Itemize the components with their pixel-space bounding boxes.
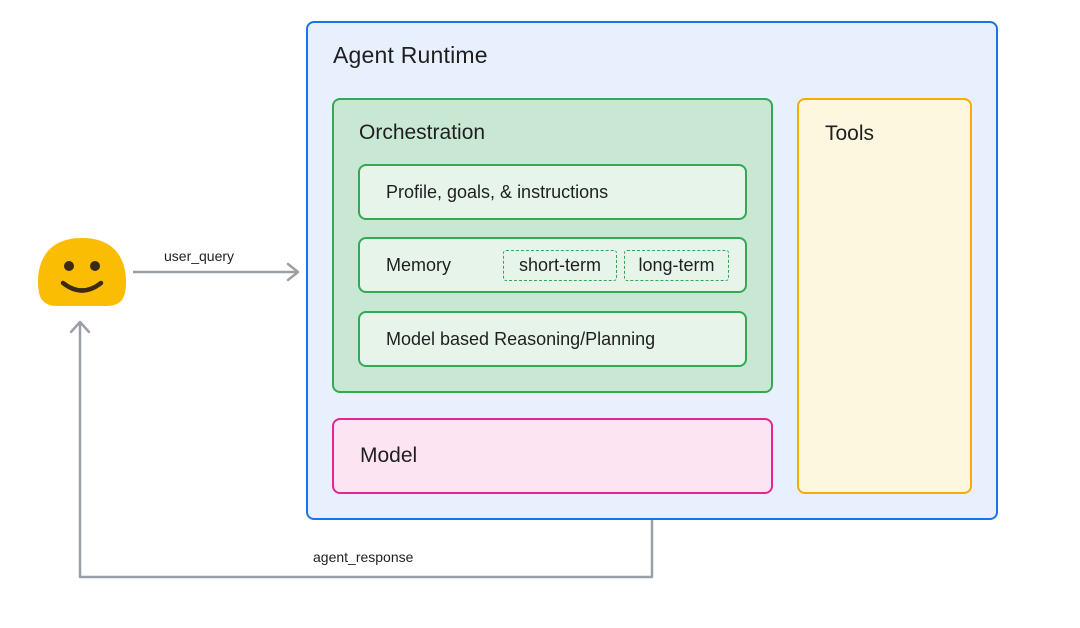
long-term-memory-tag: long-term xyxy=(624,250,729,281)
tools-container xyxy=(797,98,972,494)
smiley-face-icon xyxy=(38,238,126,306)
model-label: Model xyxy=(360,444,418,467)
profile-goals-box: Profile, goals, & instructions xyxy=(358,164,747,220)
model-box: Model xyxy=(332,418,773,494)
memory-box: Memory xyxy=(358,237,747,293)
reasoning-planning-label: Model based Reasoning/Planning xyxy=(386,328,656,349)
orchestration-title: Orchestration xyxy=(359,121,486,144)
agent-response-arrow xyxy=(69,320,654,579)
profile-goals-label: Profile, goals, & instructions xyxy=(386,181,609,202)
user-query-arrow xyxy=(133,262,300,282)
tools-title: Tools xyxy=(825,122,875,145)
agent-runtime-title: Agent Runtime xyxy=(333,42,488,68)
reasoning-planning-box: Model based Reasoning/Planning xyxy=(358,311,747,367)
memory-label: Memory xyxy=(386,254,452,275)
agent-response-label: agent_response xyxy=(313,549,414,565)
user-query-label: user_query xyxy=(164,248,235,264)
short-term-memory-tag: short-term xyxy=(503,250,617,281)
